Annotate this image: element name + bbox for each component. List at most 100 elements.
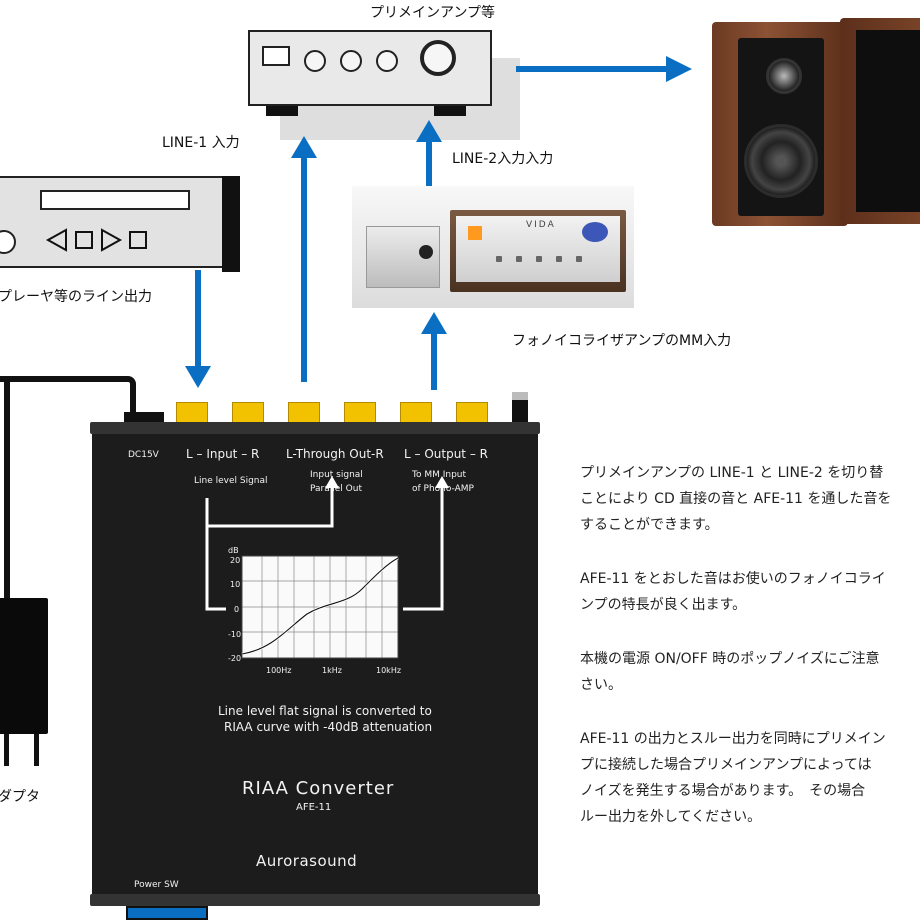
afe-signal-diagram xyxy=(205,476,449,659)
phono-mm-label: フォノイコライザアンプのMM入力 xyxy=(512,333,732,349)
phono-eq-switch xyxy=(496,256,502,262)
line1-label: LINE-1 入力 xyxy=(162,135,240,151)
phono-eq-switch xyxy=(556,256,562,262)
input-label: L – Input – R xyxy=(186,447,260,461)
signal-path-lines xyxy=(205,486,444,611)
arrow-cd-to-input-head xyxy=(185,366,211,388)
phono-eq-switch xyxy=(516,256,522,262)
description-line: プに接続した場合プリメインアンプによっては xyxy=(580,757,872,773)
arrow-cd-to-input-shaft xyxy=(195,270,201,370)
output-desc-1: To MM Input xyxy=(412,470,467,480)
phono-eq-main: VIDA xyxy=(450,210,626,292)
description-line: さい。 xyxy=(580,677,622,693)
line2-label: LINE-2入力入力 xyxy=(452,151,554,167)
power-sw-label: Power SW xyxy=(134,880,179,890)
conversion-note-1: Line level flat signal is converted to xyxy=(218,704,432,718)
jack-through-r[interactable] xyxy=(344,402,376,424)
phono-eq-faceplate: VIDA xyxy=(456,216,620,282)
dc-cable-down xyxy=(4,376,10,600)
phono-eq-psu-knob xyxy=(419,245,433,259)
description-line: ンプの特長が良く出ます。 xyxy=(580,597,747,613)
graph-y-tick: 10 xyxy=(230,580,241,589)
speaker-left-baffle xyxy=(738,38,824,216)
preamp-knob-3 xyxy=(376,50,398,72)
phono-eq-brand: VIDA xyxy=(526,220,556,230)
graph-unit: dB xyxy=(228,546,239,555)
phono-eq-lamp xyxy=(468,226,482,240)
arrow-phono-to-line2-head xyxy=(416,120,442,142)
through-label: L-Through Out-R xyxy=(286,447,384,461)
adapter-prong-2 xyxy=(34,734,39,766)
model-name: AFE-11 xyxy=(296,802,332,813)
ac-adapter xyxy=(0,598,48,734)
speaker-right xyxy=(840,18,920,224)
cd-player-label: プレーヤ等のライン出力 xyxy=(0,289,152,305)
through-desc-2: Parallel Out xyxy=(310,484,362,494)
arrow-to-speakers-head xyxy=(666,56,692,82)
phono-eq-photo: VIDA xyxy=(352,186,634,308)
description-line: ことにより CD 直接の音と AFE-11 を通した音を xyxy=(580,491,892,507)
cd-player-side xyxy=(222,176,240,272)
preamp-foot-left xyxy=(266,106,298,116)
arrow-phono-to-line2-shaft xyxy=(426,140,432,186)
riaa-curve-line xyxy=(241,557,399,655)
power-switch-toggle[interactable] xyxy=(512,392,528,422)
preamp-knob-1 xyxy=(304,50,326,72)
cd-player-knob xyxy=(0,230,16,254)
phono-eq-switch xyxy=(536,256,542,262)
cd-player-tray xyxy=(40,190,190,210)
phono-eq-psu xyxy=(366,226,440,288)
afe-11-top-edge xyxy=(90,422,540,434)
dc-cable xyxy=(0,376,136,418)
speaker-left xyxy=(712,22,848,226)
description-line: AFE-11 の出力とスルー出力を同時にプリメイン xyxy=(580,731,886,747)
adapter-label: ダプタ xyxy=(0,789,40,805)
graph-y-tick: -10 xyxy=(228,630,242,639)
arrow-output-to-phono-shaft xyxy=(431,332,437,390)
graph-x-tick: 10kHz xyxy=(376,666,402,675)
description-line: することができます。 xyxy=(580,517,719,533)
jack-output-l[interactable] xyxy=(400,402,432,424)
phono-eq-switch xyxy=(576,256,582,262)
arrow-through-to-line1-shaft xyxy=(301,156,307,382)
description-line: プリメインアンプの LINE-1 と LINE-2 を切り替 xyxy=(580,465,884,481)
input-desc: Line level Signal xyxy=(194,476,268,486)
arrow-through-to-line1-head xyxy=(291,136,317,158)
description-line: ノイズを発生する場合があります。 その場合 xyxy=(580,783,866,799)
preamp-unit xyxy=(248,30,492,106)
preamp-knob-2 xyxy=(340,50,362,72)
jack-output-r[interactable] xyxy=(456,402,488,424)
arrow-to-speakers-shaft xyxy=(516,66,670,72)
signal-arrow-output xyxy=(435,476,449,488)
description: プリメインアンプの LINE-1 と LINE-2 を切り替 ことにより CD … xyxy=(580,460,920,830)
preamp-foot-right xyxy=(434,106,466,116)
signal-arrow-through xyxy=(325,476,339,488)
adapter-prong-1 xyxy=(4,734,9,766)
description-line: ルー出力を外してください。 xyxy=(580,809,762,825)
preamp-display xyxy=(262,46,290,66)
jack-input-r[interactable] xyxy=(232,402,264,424)
graph-x-tick: 100Hz xyxy=(266,666,292,675)
through-desc-1: Input signal xyxy=(310,470,363,480)
jack-input-l[interactable] xyxy=(176,402,208,424)
brand-name: Aurorasound xyxy=(256,852,358,870)
conversion-note-2: RIAA curve with -40dB attenuation xyxy=(224,720,433,734)
afe-11-bottom-edge xyxy=(90,894,540,906)
power-switch[interactable] xyxy=(126,906,208,920)
phono-eq-badge xyxy=(582,222,608,242)
afe-11-unit xyxy=(92,424,538,900)
graph-x-tick: 1kHz xyxy=(322,666,342,675)
product-name: RIAA Converter xyxy=(242,778,395,799)
graph-y-tick: 0 xyxy=(234,605,240,614)
description-line: 本機の電源 ON/OFF 時のポップノイズにご注意 xyxy=(580,651,880,667)
tweeter xyxy=(766,58,802,94)
woofer xyxy=(744,124,818,198)
preamp-label: プリメインアンプ等 xyxy=(370,5,496,21)
speaker-right-grille xyxy=(856,30,920,212)
arrow-output-to-phono-head xyxy=(421,312,447,334)
cd-player-controls xyxy=(45,228,147,252)
description-line: AFE-11 をとおした音はお使いのフォノイコライ xyxy=(580,571,886,587)
graph-y-tick: 20 xyxy=(230,556,241,565)
preamp-volume-knob xyxy=(420,40,456,76)
jack-through-l[interactable] xyxy=(288,402,320,424)
